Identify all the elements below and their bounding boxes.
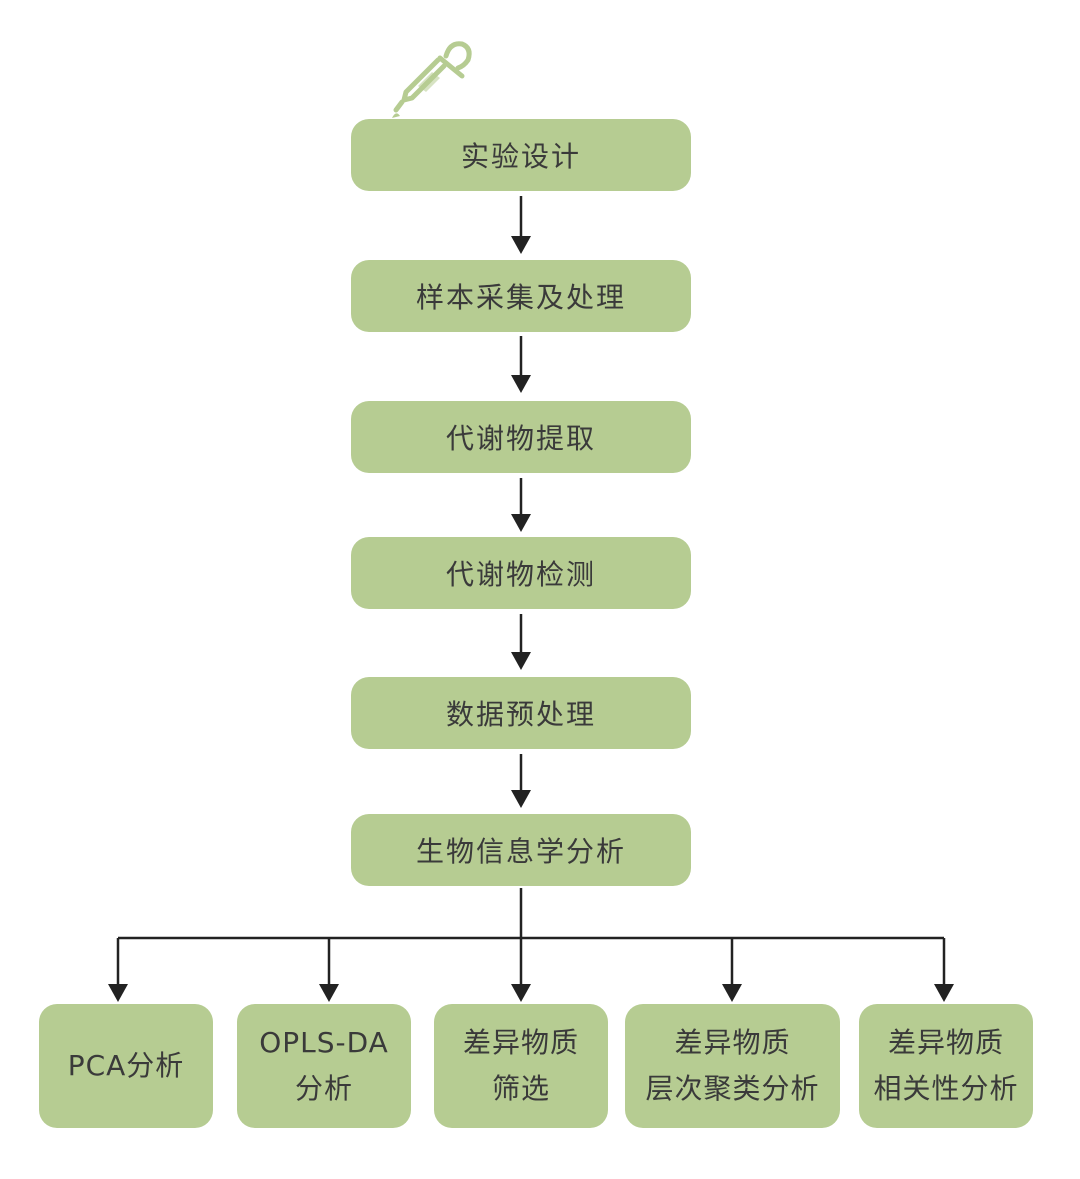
analysis-correlation-line1: 差异物质 bbox=[887, 1026, 1004, 1059]
analysis-pca: PCA分析 bbox=[39, 1004, 213, 1128]
arrowhead-opls bbox=[319, 984, 339, 1002]
arrowhead-pca bbox=[108, 984, 128, 1002]
analysis-clustering-line1: 差异物质 bbox=[674, 1026, 791, 1059]
arrowhead-screen bbox=[511, 984, 531, 1002]
analysis-opls-da: OPLS-DA 分析 bbox=[237, 1004, 411, 1128]
analysis-opls-da-line1: OPLS-DA bbox=[259, 1026, 389, 1059]
analysis-correlation: 差异物质 相关性分析 bbox=[859, 1004, 1033, 1128]
step-experiment-design: 实验设计 bbox=[351, 119, 691, 191]
arrowhead-5 bbox=[511, 790, 531, 808]
analysis-diff-screening: 差异物质 筛选 bbox=[434, 1004, 608, 1128]
step-sample-collection: 样本采集及处理 bbox=[351, 260, 691, 332]
analysis-opls-da-line2: 分析 bbox=[294, 1072, 353, 1105]
arrowhead-4 bbox=[511, 652, 531, 670]
step-bioinformatics: 生物信息学分析 bbox=[351, 814, 691, 886]
pipette-icon bbox=[392, 41, 472, 118]
analysis-diff-screening-line1: 差异物质 bbox=[462, 1026, 579, 1059]
analysis-clustering-line2: 层次聚类分析 bbox=[645, 1072, 820, 1105]
step-metabolite-detection: 代谢物检测 bbox=[351, 537, 691, 609]
step-data-preprocessing: 数据预处理 bbox=[351, 677, 691, 749]
analysis-pca-label: PCA分析 bbox=[67, 1049, 185, 1082]
arrowhead-corr bbox=[934, 984, 954, 1002]
arrowhead-2 bbox=[511, 375, 531, 393]
arrowhead-3 bbox=[511, 514, 531, 532]
analysis-diff-screening-line2: 筛选 bbox=[491, 1072, 550, 1105]
arrowhead-cluster bbox=[722, 984, 742, 1002]
arrowhead-1 bbox=[511, 236, 531, 254]
analysis-correlation-line2: 相关性分析 bbox=[873, 1072, 1019, 1105]
analysis-hierarchical-clustering: 差异物质 层次聚类分析 bbox=[625, 1004, 840, 1128]
step-metabolite-extraction: 代谢物提取 bbox=[351, 401, 691, 473]
